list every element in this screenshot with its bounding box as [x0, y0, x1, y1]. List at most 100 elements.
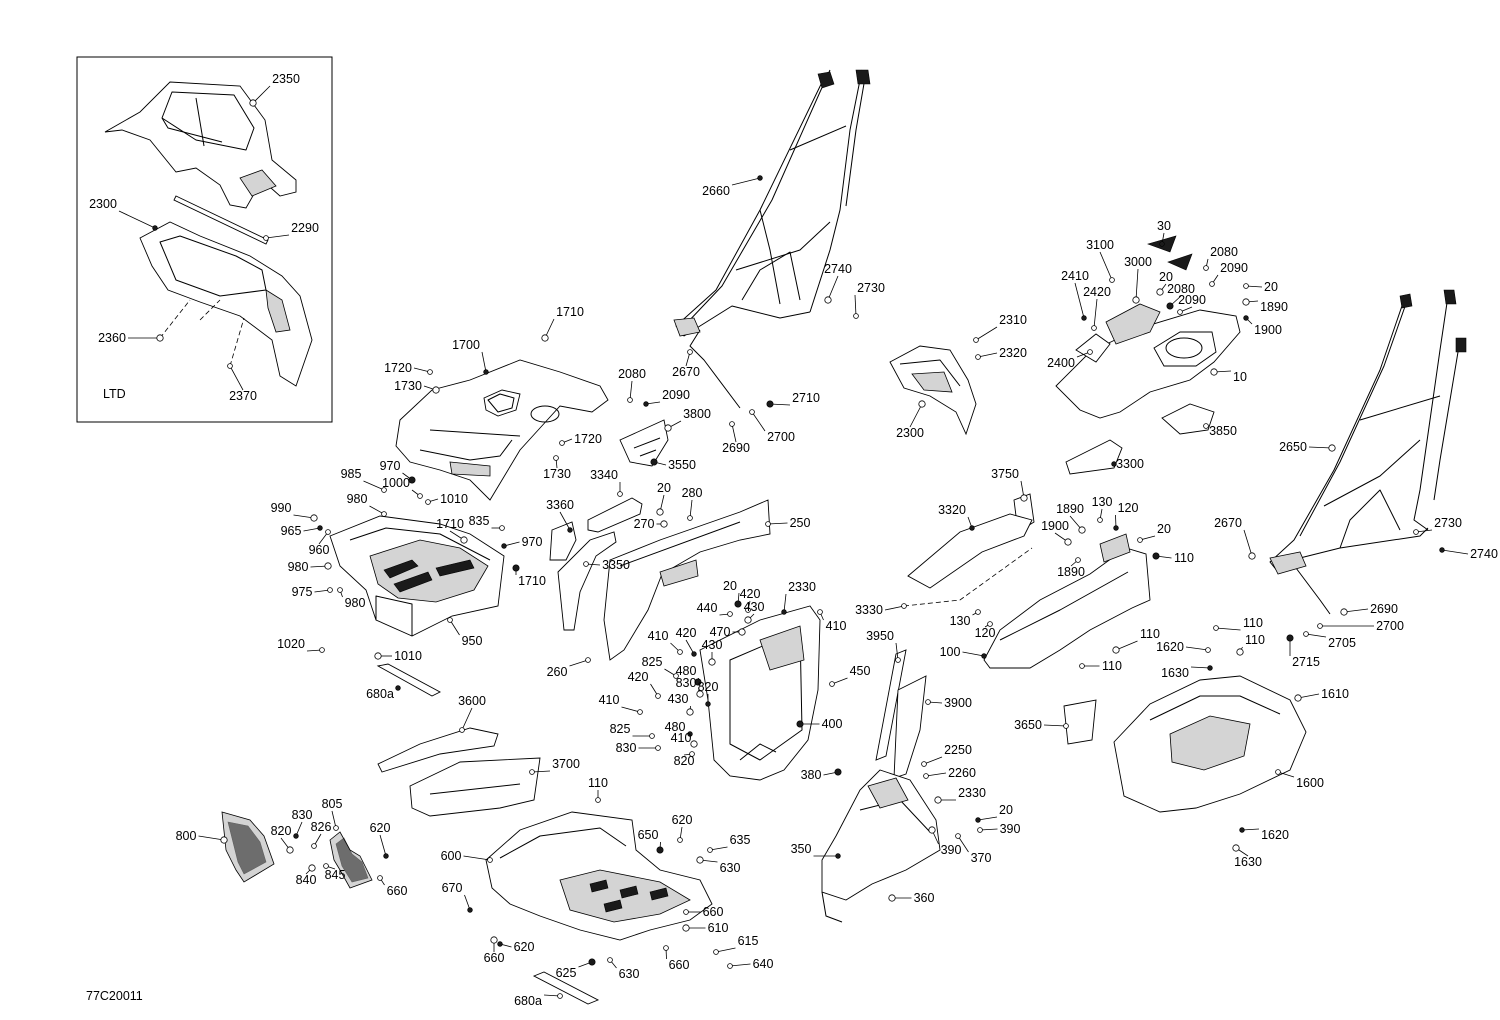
- callout-label: 660: [703, 905, 724, 919]
- hardware-marker: [901, 603, 907, 609]
- callout-3360: 3360: [546, 498, 574, 533]
- callout-3750: 3750: [991, 467, 1028, 502]
- leader-line: [1305, 633, 1327, 638]
- bar-680a-part: [376, 663, 441, 697]
- hardware-marker: [585, 657, 591, 663]
- hardware-marker: [660, 520, 668, 528]
- leader-line: [884, 605, 905, 611]
- callout-label: 625: [556, 966, 577, 980]
- callout-label: 3000: [1124, 255, 1152, 269]
- callout-label: 1890: [1260, 300, 1288, 314]
- hardware-marker: [1087, 349, 1093, 355]
- callout-2370: 2370: [227, 363, 257, 403]
- callout-30: 30: [1157, 219, 1171, 247]
- hardware-marker: [1294, 694, 1302, 702]
- callout-label: 845: [325, 868, 346, 882]
- callout-260: 260: [547, 657, 591, 679]
- hardware-marker: [677, 837, 683, 843]
- hardware-marker: [483, 369, 489, 375]
- callout-label: 2330: [958, 786, 986, 800]
- panel-3350-part: [557, 531, 617, 631]
- leader-line: [731, 177, 761, 186]
- callout-label: 2740: [1470, 547, 1498, 561]
- callout-615: 615: [713, 934, 758, 955]
- callout-975: 975: [292, 585, 333, 599]
- hardware-marker: [677, 649, 683, 655]
- callout-3800: 3800: [664, 407, 711, 432]
- hardware-marker: [1275, 769, 1281, 775]
- callout-826: 826: [311, 820, 331, 849]
- hardware-marker: [655, 693, 661, 699]
- callout-label: 2350: [272, 72, 300, 86]
- callout-1890: 1890: [1057, 557, 1085, 579]
- callout-20: 20: [1243, 280, 1278, 294]
- callout-label: 400: [822, 717, 843, 731]
- callout-950: 950: [447, 617, 482, 648]
- hardware-marker: [1210, 368, 1218, 376]
- panel-3320-part: [907, 513, 1033, 589]
- callout-970: 970: [380, 459, 416, 484]
- hardware-marker: [656, 846, 664, 854]
- leader-line: [198, 835, 225, 841]
- callout-845: 845: [323, 863, 346, 882]
- hardware-marker: [765, 521, 771, 527]
- hardware-marker: [1075, 557, 1081, 563]
- callout-2740: 2740: [824, 262, 852, 304]
- callout-label: 1630: [1234, 855, 1262, 869]
- hardware-marker: [1317, 623, 1323, 629]
- panel-3340-part: [587, 497, 643, 533]
- callout-110: 110: [1236, 633, 1265, 656]
- callout-label: 1620: [1156, 640, 1184, 654]
- hardware-marker: [835, 853, 841, 859]
- callout-label: 250: [790, 516, 811, 530]
- callout-label: 380: [801, 768, 822, 782]
- callout-980: 980: [337, 587, 366, 610]
- callout-label: 1610: [1321, 687, 1349, 701]
- callout-20: 20: [975, 803, 1013, 823]
- callout-label: 3950: [866, 629, 894, 643]
- callout-label: 620: [672, 813, 693, 827]
- callout-label: 3100: [1086, 238, 1114, 252]
- callout-3330: 3330: [855, 603, 907, 617]
- callout-label: 2300: [89, 197, 117, 211]
- callout-label: 1730: [543, 467, 571, 481]
- callout-label: 2410: [1061, 269, 1089, 283]
- hardware-marker: [1064, 538, 1072, 546]
- hardware-marker: [319, 647, 325, 653]
- callout-825: 825: [642, 655, 679, 679]
- callout-label: 2710: [792, 391, 820, 405]
- hardware-marker: [664, 424, 672, 432]
- callout-label: 3340: [590, 468, 618, 482]
- callout-label: 3900: [944, 696, 972, 710]
- callout-2670: 2670: [672, 349, 700, 379]
- hardware-marker: [1207, 665, 1213, 671]
- callout-label: 635: [730, 833, 751, 847]
- leader-line: [977, 816, 998, 821]
- callout-1730: 1730: [543, 455, 571, 481]
- callout-label: 270: [634, 517, 655, 531]
- callout-label: 640: [753, 957, 774, 971]
- callout-2080: 2080: [618, 367, 646, 403]
- hardware-marker: [696, 690, 704, 698]
- leader-line: [729, 963, 751, 967]
- hardware-marker: [263, 235, 269, 241]
- hardware-marker: [694, 678, 702, 686]
- callout-630: 630: [607, 957, 639, 981]
- callout-label: 370: [971, 851, 992, 865]
- hardware-marker: [323, 863, 329, 869]
- hardware-marker: [1137, 537, 1143, 543]
- hardware-marker: [656, 508, 664, 516]
- hardware-marker: [383, 853, 389, 859]
- callout-label: 2260: [948, 766, 976, 780]
- hardware-marker: [928, 826, 936, 834]
- callout-label: 20: [657, 481, 671, 495]
- hardware-marker: [696, 856, 704, 864]
- hardware-marker: [447, 617, 453, 623]
- callout-3650: 3650: [1014, 718, 1069, 732]
- hardware-marker: [325, 529, 331, 535]
- callout-label: 420: [740, 587, 761, 601]
- hardware-marker: [1109, 277, 1115, 283]
- panel-3800-part: [619, 419, 669, 467]
- callout-990: 990: [271, 501, 318, 522]
- callout-label: 980: [345, 596, 366, 610]
